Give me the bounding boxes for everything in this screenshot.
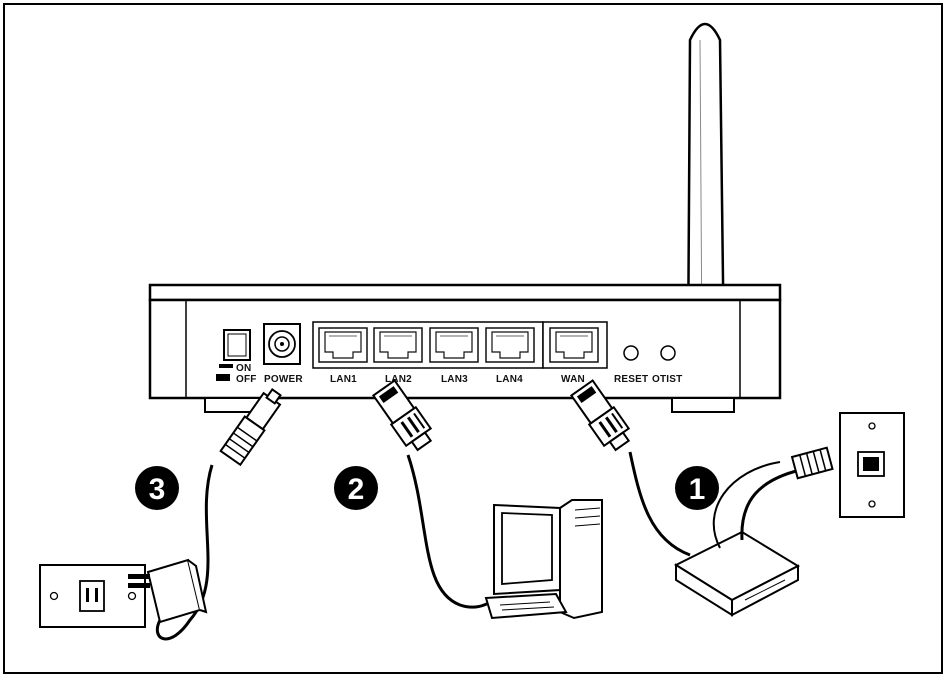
wan-label: WAN: [561, 374, 585, 385]
modem-icon: [673, 530, 801, 617]
wan-port[interactable]: [549, 327, 599, 363]
lan1-port[interactable]: [318, 327, 368, 363]
lan3-label: LAN3: [441, 374, 468, 385]
lan-cable: [406, 454, 501, 609]
reset-button[interactable]: [623, 345, 639, 361]
switch-off-label: OFF: [236, 374, 257, 385]
switch-on-label: ON: [236, 363, 251, 374]
power-label: POWER: [264, 374, 303, 385]
power-adapter-icon: [128, 558, 208, 624]
lan2-port[interactable]: [373, 327, 423, 363]
router-back-panel: [148, 283, 782, 413]
otist-label: OTIST: [652, 374, 682, 385]
svg-text:3: 3: [149, 473, 166, 506]
power-jack[interactable]: [263, 323, 301, 365]
phone-plug-icon: [790, 446, 834, 480]
lan1-label: LAN1: [330, 374, 357, 385]
phone-jack-wallplate-icon: [839, 412, 905, 518]
otist-button[interactable]: [660, 345, 676, 361]
wall-outlet-icon: [39, 564, 146, 628]
step-2-badge: 2: [334, 466, 378, 510]
lan4-label: LAN4: [496, 374, 523, 385]
phone-cable-2: [712, 461, 781, 549]
svg-text:2: 2: [348, 473, 365, 506]
step-1-badge: 1: [675, 466, 719, 510]
reset-label: RESET: [614, 374, 648, 385]
computer-icon: [484, 499, 603, 620]
svg-text:1: 1: [689, 473, 706, 506]
phone-cable: [740, 468, 801, 541]
power-switch[interactable]: [223, 329, 251, 361]
wan-cable: [628, 451, 691, 557]
lan2-label: LAN2: [385, 374, 412, 385]
step-3-badge: 3: [135, 466, 179, 510]
power-plug-icon: [219, 388, 282, 467]
switch-off-icon: [216, 374, 230, 381]
lan3-port[interactable]: [429, 327, 479, 363]
switch-on-icon: [219, 364, 233, 368]
lan4-port[interactable]: [485, 327, 535, 363]
